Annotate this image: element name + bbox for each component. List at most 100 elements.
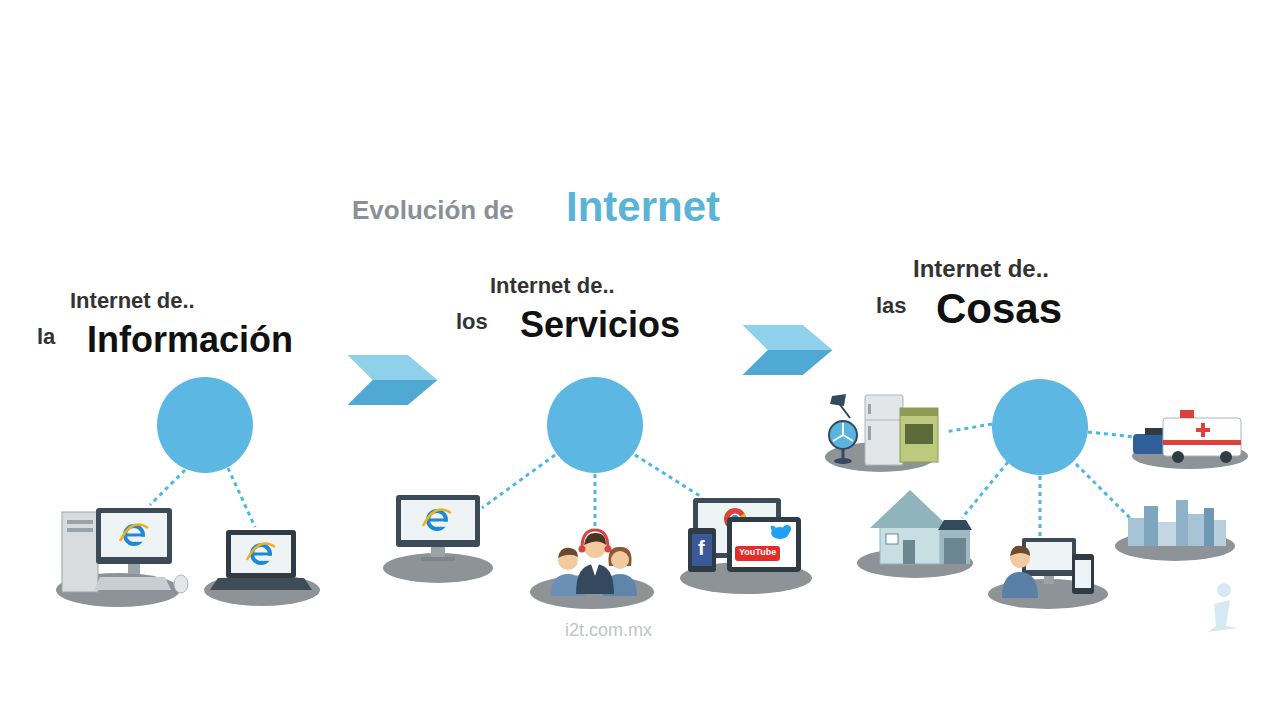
ambulance [1163, 440, 1241, 445]
globe-land [1004, 387, 1052, 423]
monitor [431, 547, 445, 558]
support-people [582, 530, 608, 548]
ambulance [1180, 410, 1194, 418]
browser-logo [423, 510, 451, 526]
ambulance [1172, 451, 1184, 463]
home-appliances [905, 424, 933, 444]
city [1176, 500, 1188, 546]
desktop-computer [56, 508, 188, 607]
browser-logo [125, 534, 143, 537]
stage-article: los [456, 309, 488, 335]
stage-article: la [37, 324, 55, 350]
city [1158, 522, 1176, 546]
stage-article: las [876, 293, 907, 319]
globe-land [161, 381, 251, 465]
laptop [231, 535, 291, 573]
support-people [579, 546, 586, 553]
city [1144, 506, 1158, 546]
monitor [421, 557, 455, 561]
monitor [383, 495, 493, 583]
dotted-links [1039, 476, 1042, 536]
globe-land [996, 383, 1086, 467]
browser-logo [423, 510, 451, 529]
house [944, 538, 966, 564]
ambulance [1220, 451, 1232, 463]
brand-logo [1208, 600, 1238, 632]
web-devices [680, 498, 812, 594]
bird-logo [771, 526, 776, 531]
home-appliances [865, 420, 903, 421]
house [886, 534, 898, 544]
globe-ocean [157, 377, 253, 473]
support-people [584, 533, 606, 545]
chevron-arrow [348, 380, 438, 405]
stage-title: Servicios [520, 303, 680, 346]
dotted-links [962, 462, 1008, 518]
globe-land [559, 385, 607, 421]
desktop-computer [62, 512, 98, 592]
laptop [226, 530, 296, 578]
home-appliances [900, 408, 938, 416]
support-people [558, 548, 578, 558]
browser-logo [247, 544, 275, 563]
chevron-arrow [743, 350, 833, 375]
ambulance [1196, 428, 1210, 432]
support-people [591, 564, 599, 576]
stage-prefix: Internet de.. [70, 288, 195, 314]
web-devices [735, 546, 780, 561]
globe-land [161, 433, 180, 465]
title-lead: Evolución de [352, 195, 514, 226]
globe-land [604, 415, 641, 458]
monitor [383, 553, 493, 583]
web-devices [732, 522, 796, 567]
globe-land [214, 415, 251, 458]
desktop-computer [67, 520, 93, 524]
dotted-links [150, 424, 1135, 536]
dotted-links [150, 470, 185, 505]
city [1188, 514, 1204, 546]
laptop [210, 578, 312, 590]
home-appliances [825, 394, 938, 472]
watermark: i2t.com.mx [565, 620, 652, 642]
stage-node: Internet de..laInformación [30, 280, 335, 480]
chevron-arrow [348, 355, 438, 405]
stage-node: Internet de..losServicios [450, 265, 705, 480]
ambulance [1145, 428, 1163, 435]
ambulance [1163, 418, 1241, 456]
support-people [576, 564, 614, 594]
stage-prefix: Internet de.. [913, 255, 1049, 284]
app-icon-text: YouTube [739, 547, 776, 558]
browser-logo [252, 553, 270, 556]
laptop [204, 574, 320, 606]
bird-logo [771, 525, 791, 539]
browser-logo [263, 556, 273, 561]
globe-ocean [992, 379, 1088, 475]
dotted-links [1076, 464, 1130, 518]
web-devices [692, 534, 712, 566]
home-appliances [829, 421, 857, 449]
desktop-computer [96, 508, 172, 564]
globe-land [613, 381, 637, 401]
globe-land [996, 435, 1015, 467]
house [940, 530, 970, 564]
browser-logo [247, 544, 275, 560]
support-people [530, 530, 654, 609]
home-appliances [868, 404, 871, 414]
title-keyword: Internet [566, 182, 720, 232]
app-icon-letter: f [698, 536, 705, 560]
user-devices [988, 538, 1108, 609]
globe-shape [870, 250, 1090, 480]
house [903, 540, 915, 564]
ambulance [1132, 410, 1248, 469]
chevron-arrow [743, 325, 833, 375]
city [1128, 518, 1144, 546]
home-appliances [868, 426, 871, 440]
home-appliances [833, 423, 853, 441]
globe-land [551, 433, 570, 465]
monitor [401, 500, 475, 540]
chevron-arrow [348, 355, 438, 380]
user-devices [1010, 546, 1030, 556]
brand-logo [1208, 583, 1238, 632]
house [870, 490, 950, 528]
desktop-computer [128, 564, 140, 574]
